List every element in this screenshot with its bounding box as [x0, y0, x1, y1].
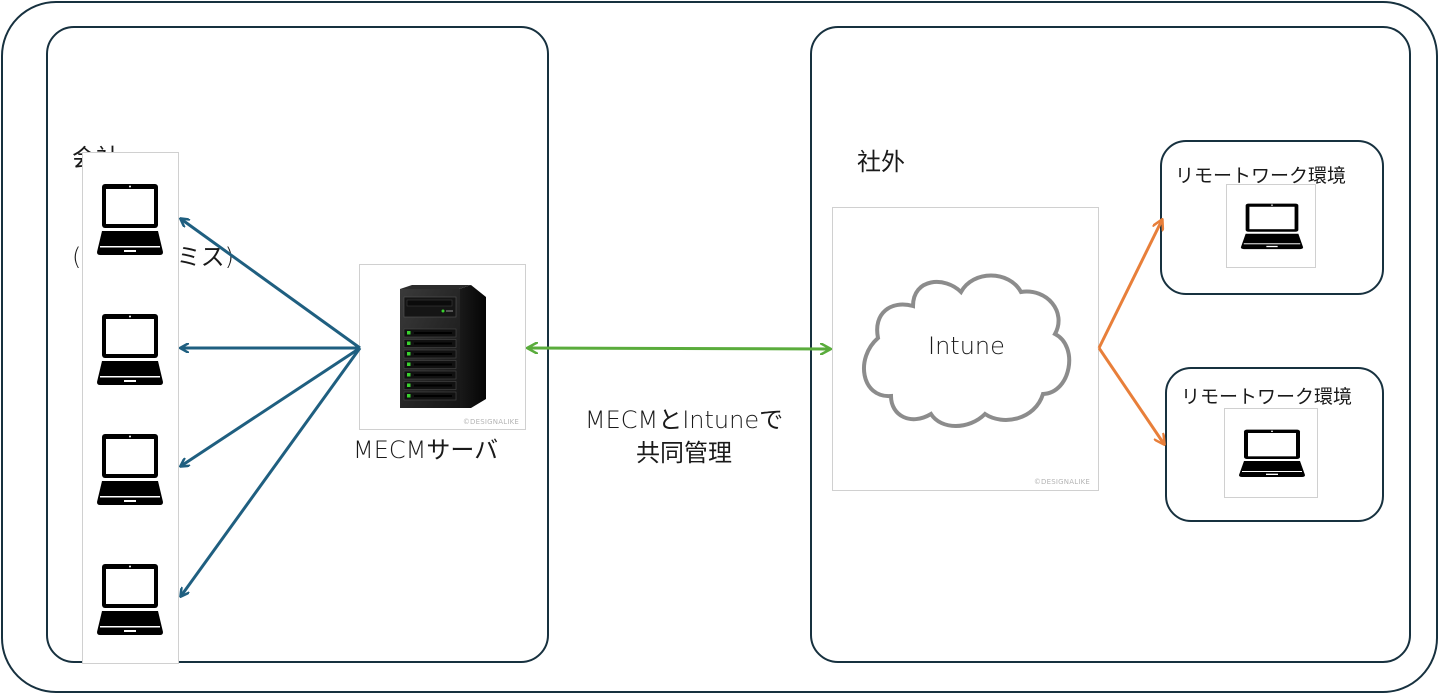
server-led: [407, 383, 411, 387]
laptop-icon: [96, 180, 164, 262]
intune-label: Intune: [928, 332, 1005, 360]
laptop-icon: [96, 310, 164, 392]
server-drive-slot: [414, 342, 452, 345]
laptop-icon: [96, 430, 164, 512]
server-label: MECMサーバ: [353, 436, 499, 464]
laptop-icon: [96, 560, 164, 642]
server-led: [407, 394, 411, 398]
intune-frame: Intune ©DESIGNALIKE: [832, 207, 1099, 491]
comanage-label-line2: 共同管理: [636, 439, 732, 467]
intune-credit: ©DESIGNALIKE: [1033, 478, 1090, 486]
laptop-icon: [1240, 203, 1304, 250]
server-led: [407, 373, 411, 377]
server-led: [407, 341, 411, 345]
server-drive-slot: [414, 374, 452, 376]
remote-env-2-label: リモートワーク環境: [1181, 386, 1353, 408]
server-credit: ©DESIGNALIKE: [462, 418, 519, 426]
cloud-icon: [862, 273, 1072, 428]
server-drive-slot: [414, 395, 452, 397]
laptop-icon: [1239, 429, 1305, 477]
server-led: [407, 362, 411, 366]
server-drive-slot: [414, 384, 452, 387]
server-led: [407, 331, 411, 335]
remote-env-1-label: リモートワーク環境: [1175, 165, 1347, 187]
remote-laptop-frame-2: [1224, 408, 1318, 498]
comanage-label: MECMとIntuneで 共同管理: [564, 404, 804, 470]
server-frame: ©DESIGNALIKE: [359, 264, 526, 430]
server-icon: [400, 285, 486, 408]
cloud-side-title-line1: 社外: [857, 148, 905, 176]
remote-laptop-frame-1: [1226, 184, 1316, 268]
server-led: [407, 352, 411, 356]
server-drive-slot: [414, 332, 452, 334]
server-drive-slot: [414, 353, 452, 355]
comanage-label-line1: MECMとIntuneで: [584, 406, 784, 434]
server-drive-slot: [414, 363, 452, 366]
